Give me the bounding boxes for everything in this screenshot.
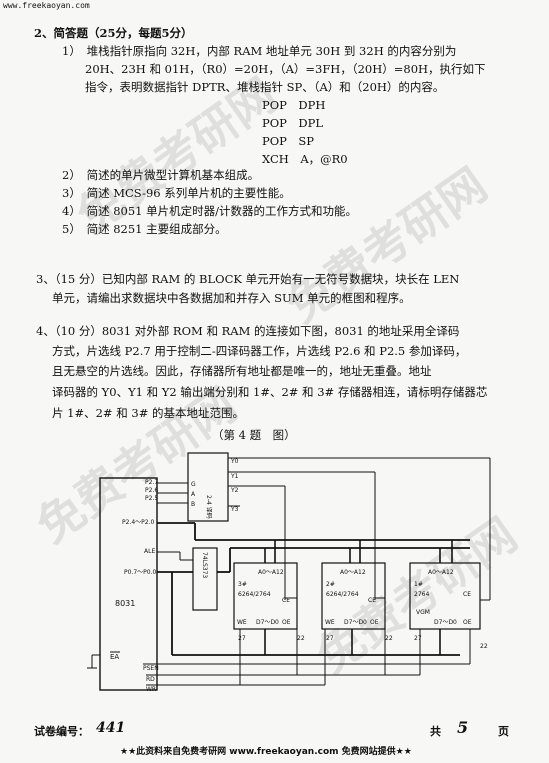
cpu-psen: PSEN xyxy=(143,665,159,672)
exam-number: 441 xyxy=(96,720,126,736)
chip2-ce: CE xyxy=(368,597,376,604)
cpu-p27: P2.7 xyxy=(145,479,158,486)
chip1-data: D7～D0 xyxy=(434,619,457,626)
section3-line2: 单元，请编出求数据块中各数据加和并存入 SUM 单元的框图和程序。 xyxy=(52,291,411,305)
chip3-pin27: 27 xyxy=(238,635,246,642)
cpu-8031-box xyxy=(99,477,158,691)
section4-line1: 4、（10 分）8031 对外部 ROM 和 RAM 的连接如下图，8031 的… xyxy=(36,324,460,338)
exam-number-label: 试卷编号： xyxy=(34,725,89,738)
chip3-ce: CE xyxy=(282,597,290,604)
chip1-box xyxy=(409,562,481,630)
decoder-y3: Y3 xyxy=(230,506,239,513)
cpu-wr: WR xyxy=(146,686,156,693)
footer-banner: ★★此资料来自免费考研网 www.freekaoyan.com 免费网站提供★★ xyxy=(120,747,412,757)
figure-caption: （第 4 题 图） xyxy=(212,428,296,442)
chip3-type: 6264/2764 xyxy=(238,591,271,598)
cpu-rd: RD xyxy=(146,676,155,683)
cpu-p25: P2.5 xyxy=(145,495,158,502)
chip3-pin22: 22 xyxy=(297,635,305,642)
chip3-data: D7～D0 xyxy=(256,619,279,626)
page-unit: 页 xyxy=(498,725,509,738)
chip1-type: 2764 xyxy=(414,591,429,598)
chip1-oe: OE xyxy=(463,619,472,626)
q3: 3） 简述 MCS-96 系列单片机的主要性能。 xyxy=(62,186,291,200)
chip2-we: WE xyxy=(325,619,335,626)
chip3-addr: A0～A12 xyxy=(258,569,284,576)
q1-line1: 1） 堆栈指针原指向 32H，内部 RAM 地址单元 30H 到 32H 的内容… xyxy=(62,44,457,58)
section3-line1: 3、（15 分）已知内部 RAM 的 BLOCK 单元开始有一无符号数据块，块长… xyxy=(36,272,460,286)
decoder-box xyxy=(187,452,229,522)
section4-line3: 且无悬空的片选线。因此，存储器所有地址都是唯一的，地址无重叠。地址 xyxy=(52,364,432,378)
code-line4: XCH A，@R0 xyxy=(262,152,348,166)
q4: 4） 简述 8051 单片机定时器/计数器的工作方式和功能。 xyxy=(62,204,358,218)
chip1-pin27: 27 xyxy=(414,635,422,642)
q1-line3: 指令，表明数据指针 DPTR、堆栈指针 SP、（A）和（20H）的内容。 xyxy=(85,80,445,94)
q5: 5） 简述 8251 主要组成部分。 xyxy=(62,222,227,236)
decoder-label: 2-4 译码 xyxy=(205,495,213,519)
chip2-pin22: 22 xyxy=(385,635,393,642)
chip1-vgm: VGM xyxy=(416,609,430,616)
q1-line2: 20H、23H 和 01H，（R0）=20H，（A）=3FH，（20H）=80H… xyxy=(85,62,486,76)
chip1-ce: CE xyxy=(463,591,471,598)
chip1-addr: A0～A12 xyxy=(428,569,454,576)
chip2-pin27: 27 xyxy=(326,635,334,642)
decoder-y0: Y0 xyxy=(230,458,239,465)
chip3-oe: OE xyxy=(282,619,291,626)
chip2-box xyxy=(321,562,386,630)
decoder-a: A xyxy=(191,491,196,498)
chip1-label: 1# xyxy=(414,581,423,588)
chip3-label: 3# xyxy=(238,581,247,588)
cpu-p24: P2.4～P2.0 xyxy=(122,519,155,526)
chip2-oe: OE xyxy=(370,619,379,626)
code-line1: POP DPH xyxy=(262,98,326,112)
section4-line4: 译码器的 Y0、Y1 和 Y2 输出端分别和 1#、2# 和 3# 存储器相连，… xyxy=(52,385,488,399)
section4-line5: 片 1#、2# 和 3# 的基本地址范围。 xyxy=(52,406,244,420)
cpu-ea: EA xyxy=(110,653,119,661)
latch-box xyxy=(192,547,218,611)
chip2-data: D7～D0 xyxy=(344,619,367,626)
header-url: www.freekaoyan.com xyxy=(3,1,90,10)
chip2-addr: A0～A12 xyxy=(340,569,366,576)
latch-label: 74LS373 xyxy=(201,552,208,578)
q2: 2） 简述的单片微型计算机基本组成。 xyxy=(62,168,260,182)
total-pages: 5 xyxy=(457,718,469,737)
decoder-g: G xyxy=(191,481,196,488)
total-pages-label: 共 xyxy=(430,725,441,738)
chip2-type: 6264/2764 xyxy=(326,591,359,598)
code-line3: POP SP xyxy=(262,134,315,148)
chip3-we: WE xyxy=(237,619,247,626)
decoder-y1: Y1 xyxy=(230,473,239,480)
decoder-b: B xyxy=(191,501,195,508)
section2-title: 2、简答题（25分，每题5分） xyxy=(34,26,193,40)
cpu-p0: P0.7～P0.0 xyxy=(124,569,157,576)
chip1-pin22: 22 xyxy=(480,643,488,650)
code-line2: POP DPL xyxy=(262,116,323,130)
cpu-label: 8031 xyxy=(115,599,135,608)
section4-line2: 方式，片选线 P2.7 用于控制二-四译码器工作，片选线 P2.6 和 P2.5… xyxy=(52,344,467,358)
cpu-p26: P2.6 xyxy=(145,487,158,494)
cpu-ale: ALE xyxy=(144,548,155,555)
decoder-y2: Y2 xyxy=(230,487,239,494)
chip2-label: 2# xyxy=(326,581,335,588)
